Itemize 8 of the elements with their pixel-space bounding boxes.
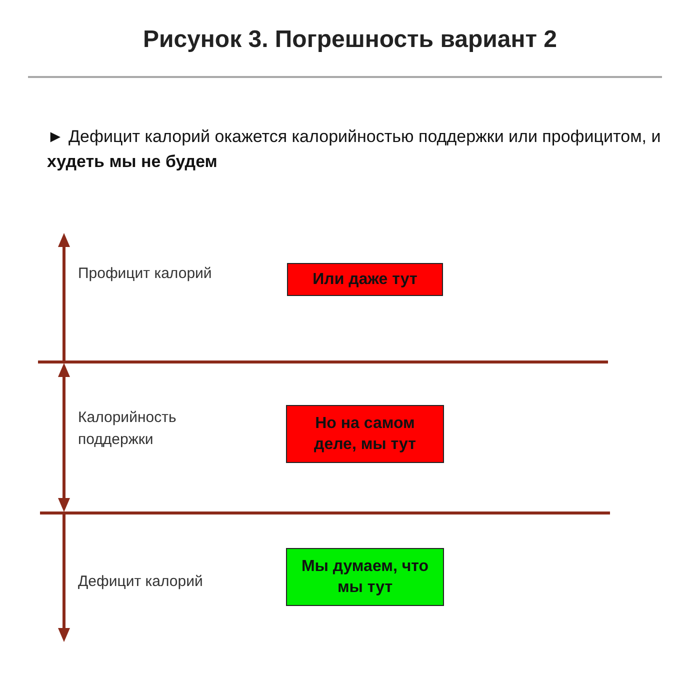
status-box: Но на самом деле, мы тут	[286, 405, 444, 463]
status-box: Или даже тут	[287, 263, 443, 296]
intro-text: ► Дефицит калорий окажется калорийностью поддержки или профицитом, и худеть мы не будем	[47, 126, 662, 173]
zone-label: Калорийность поддержки	[78, 408, 178, 450]
title: Рисунок 3. Погрешность вариант 2	[142, 26, 558, 54]
status-box: Мы думаем, что мы тут	[286, 548, 444, 606]
zone-label: Дефицит калорий	[78, 572, 204, 592]
zone-label: Профицит калорий	[78, 264, 213, 284]
